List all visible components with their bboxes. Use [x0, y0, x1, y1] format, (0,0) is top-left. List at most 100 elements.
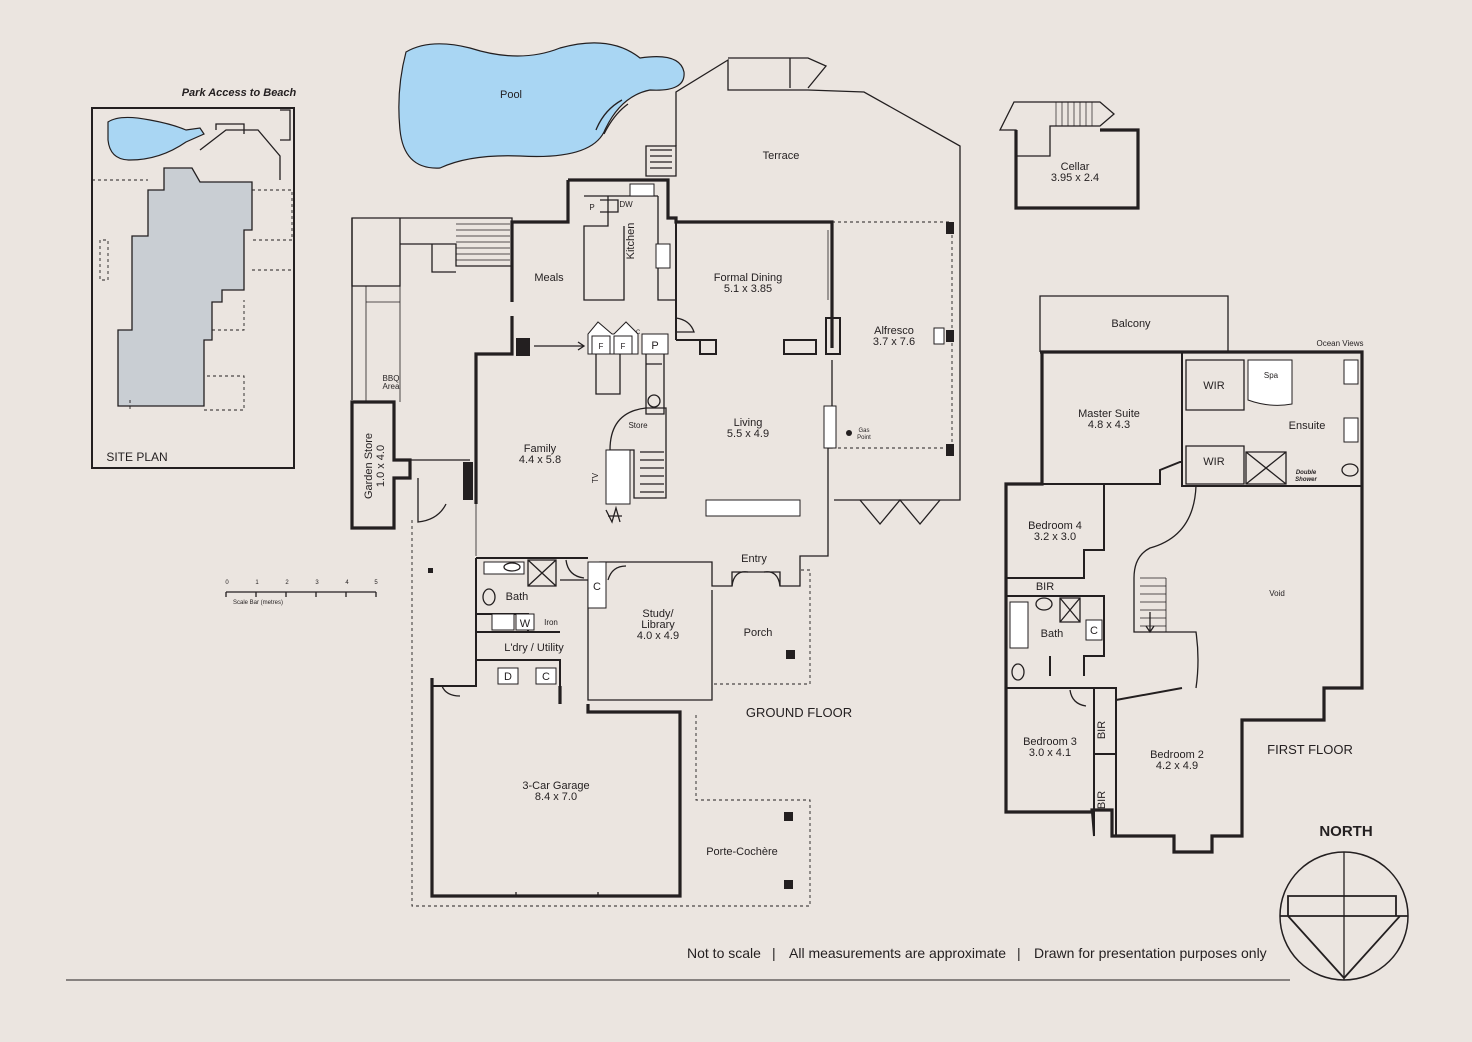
wir1-label: WIR	[1203, 380, 1224, 392]
ff-bath-cupboard-label: C	[1090, 625, 1098, 637]
scale-caption: Scale Bar (metres)	[233, 600, 283, 606]
dining-living-partition	[675, 222, 841, 355]
scale-tick-2: 2	[285, 580, 289, 586]
tv-unit	[605, 449, 631, 505]
bbq-steps	[456, 223, 510, 261]
ff-bath-label: Bath	[1041, 628, 1064, 640]
alfresco-doors	[859, 498, 941, 526]
ground-floor-label: GROUND FLOOR	[746, 705, 852, 720]
disclaimer-measurements: All measurements are approximate	[789, 945, 1006, 961]
garden-store	[350, 400, 412, 530]
master-suite-label: Master Suite	[1078, 408, 1140, 420]
site-terrace	[199, 123, 281, 180]
living-size: 5.5 x 4.9	[727, 428, 769, 440]
porte-cochere-label: Porte-Cochère	[706, 846, 778, 858]
porch-label: Porch	[744, 627, 773, 639]
north-compass: NORTH	[1279, 823, 1409, 981]
family-heater-icon	[605, 505, 622, 524]
bbq-structure	[351, 217, 513, 287]
ocean-views-label: Ocean Views	[1317, 339, 1364, 348]
disclaimer-presentation: Drawn for presentation purposes only	[1034, 945, 1267, 961]
site-pool	[107, 116, 205, 161]
terrace-stairs	[728, 57, 828, 89]
north-label: NORTH	[1319, 823, 1372, 840]
porch-outline	[711, 569, 811, 685]
study-door	[607, 565, 627, 581]
pool-label: Pool	[500, 89, 522, 101]
garage-label: 3-Car Garage	[522, 780, 589, 792]
meals-label: Meals	[534, 272, 564, 284]
study-label-2: Library	[641, 619, 675, 631]
scale-tick-4: 4	[345, 580, 349, 586]
cellar-size: 3.95 x 2.4	[1051, 172, 1099, 184]
ground-floor: Pool Terrace Alfresco 3.7 x 7.6 Gas Poin…	[350, 42, 961, 907]
kitchen-door	[675, 300, 695, 333]
terrace-outline	[675, 58, 961, 501]
site-plan-title: SITE PLAN	[106, 450, 167, 464]
disclaimer-sep-1: |	[772, 945, 776, 961]
porte-cochere-outline	[411, 520, 811, 907]
fireplace-arrow	[534, 341, 586, 351]
first-floor-outer	[1004, 350, 1364, 854]
double-shower-label-2: Shower	[1295, 477, 1317, 483]
fridge-label-2: F	[621, 342, 626, 351]
bedroom2-label: Bedroom 2	[1150, 749, 1204, 761]
scale-bar: 0 1 2 3 4 5 Scale Bar (metres)	[225, 580, 378, 606]
kitchen-walls	[583, 195, 676, 301]
master-suite-size: 4.8 x 4.3	[1088, 419, 1130, 431]
hws-icon	[647, 394, 661, 408]
cellar-label: Cellar	[1061, 161, 1090, 173]
terrace-label: Terrace	[763, 150, 800, 162]
bir-2-label: BIR	[1096, 791, 1108, 809]
pool	[398, 42, 685, 169]
heater-icon	[516, 338, 530, 356]
bbq-label-1: BBQ	[383, 374, 400, 383]
first-floor: Balcony Ocean Views Master Suite 4.8 x 4…	[1004, 295, 1364, 854]
cellar-walls	[1014, 128, 1140, 210]
disclaimer-sep-2: |	[1017, 945, 1021, 961]
laundry-label: L'dry / Utility	[504, 642, 564, 654]
living-label: Living	[734, 417, 763, 429]
store-label: Store	[628, 421, 648, 430]
balcony-outline	[1039, 295, 1229, 352]
bbq-icon	[933, 327, 945, 345]
site-plan: Park Access to Beach SITE PLAN	[91, 87, 297, 469]
compass-arrow	[1280, 895, 1408, 980]
bedroom4-bath-walls	[1006, 484, 1105, 689]
garden-store-size: 1.0 x 4.0	[375, 445, 387, 487]
pool-steps	[595, 99, 629, 135]
fridge-label-1: F	[599, 342, 604, 351]
dishwasher-label: DW	[619, 200, 633, 209]
cooktop-icon	[655, 243, 671, 269]
family-stairs	[609, 407, 667, 499]
gf-bath-label: Bath	[506, 591, 529, 603]
site-boundaries	[92, 179, 293, 411]
garden-door	[410, 459, 470, 523]
alfresco-size: 3.7 x 7.6	[873, 336, 915, 348]
store-walls	[595, 354, 665, 415]
bedroom4-label: Bedroom 4	[1028, 520, 1082, 532]
garden-store-label: Garden Store	[363, 433, 375, 499]
site-plan-frame	[91, 107, 295, 469]
study-cupboard-label: C	[593, 581, 601, 593]
bedroom3-size: 3.0 x 4.1	[1029, 747, 1071, 759]
scale-tick-1: 1	[255, 580, 259, 586]
kitchen-label: Kitchen	[625, 223, 637, 260]
bir-3-label: BIR	[1096, 721, 1108, 739]
console-icon	[705, 499, 801, 517]
family-fireplace	[463, 462, 473, 500]
bir-4-label: BIR	[1036, 581, 1054, 593]
side-steps	[645, 145, 677, 177]
gas-label-2: Point	[857, 435, 871, 441]
ff-shower-icon	[1059, 597, 1081, 623]
bath-tub-icon	[1009, 601, 1029, 649]
balcony-label: Balcony	[1111, 318, 1151, 330]
fixture-c-label: C	[636, 330, 641, 336]
study-size: 4.0 x 4.9	[637, 630, 679, 642]
ff-stairs	[1140, 577, 1167, 632]
alfresco-label: Alfresco	[874, 325, 914, 337]
bbq-label-2: Area	[383, 382, 400, 391]
spa-icon	[1247, 359, 1293, 406]
entry-label: Entry	[741, 553, 767, 565]
